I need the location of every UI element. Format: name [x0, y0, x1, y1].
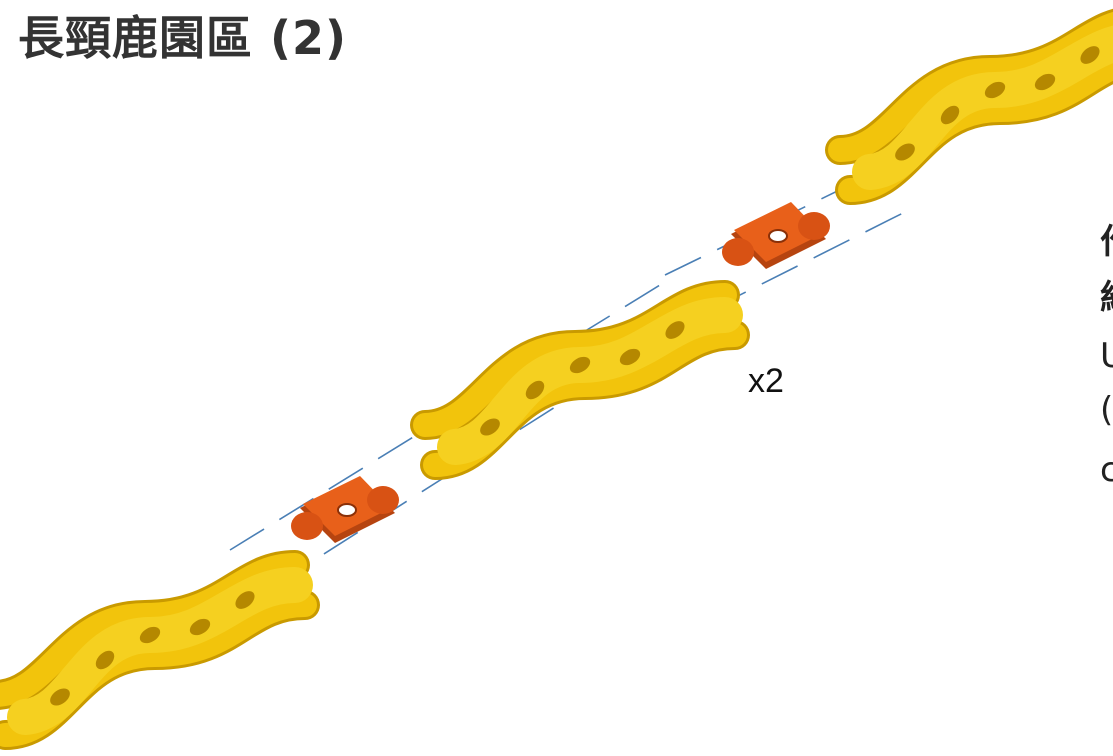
track-piece-middle	[425, 295, 735, 465]
side-text-line-1: 作	[1100, 214, 1113, 263]
track-piece-top	[840, 20, 1113, 190]
connector-lower	[290, 475, 400, 544]
side-text-line-4: (	[1100, 390, 1113, 430]
side-text-line-2: 組	[1100, 270, 1113, 319]
page-title: 長頸鹿園區 (2)	[18, 11, 348, 65]
quantity-label: x2	[748, 362, 784, 400]
side-text-line-3: U	[1100, 336, 1113, 376]
side-text-line-5: c	[1100, 450, 1113, 490]
connector-upper	[721, 201, 831, 270]
track-piece-bottom	[0, 565, 305, 735]
